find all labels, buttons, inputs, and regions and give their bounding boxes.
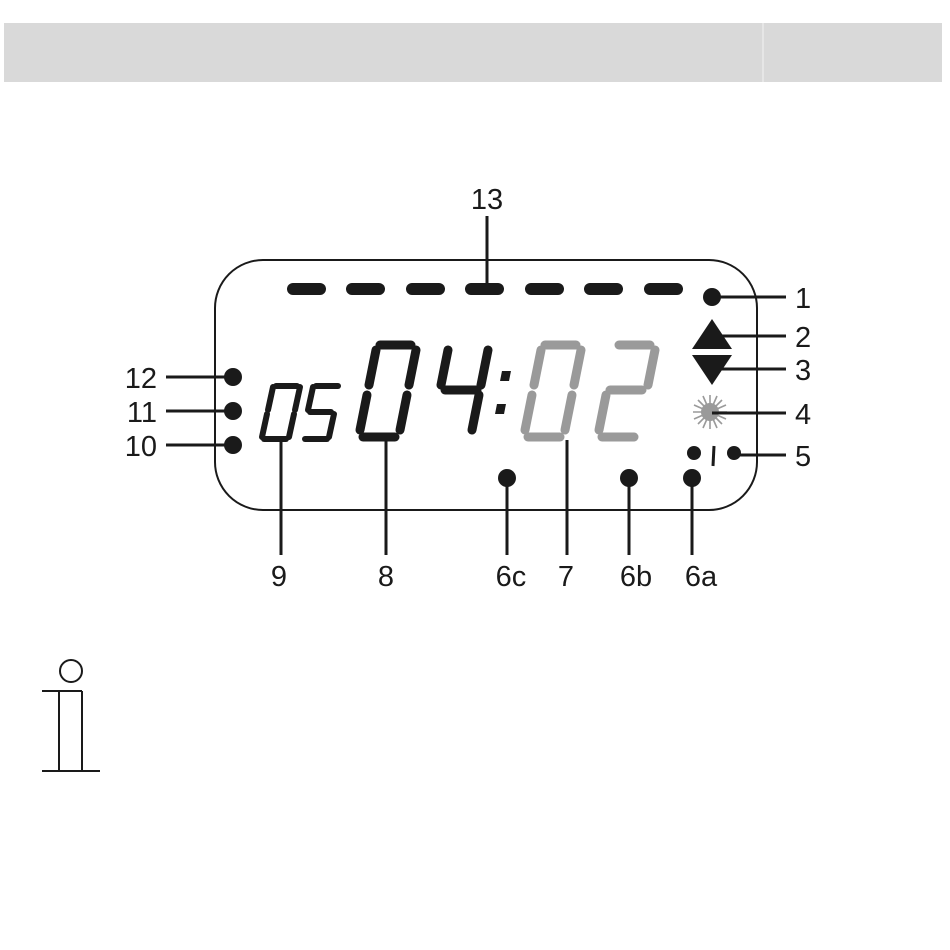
digits-minutes — [525, 345, 655, 437]
callout-label-9: 9 — [271, 561, 287, 593]
digits-hours — [360, 345, 488, 437]
callout-label-11: 11 — [127, 397, 157, 429]
callout-label-1: 1 — [795, 283, 811, 315]
callout-label-12: 12 — [125, 363, 157, 395]
digit-small-0 — [262, 386, 300, 439]
indicator-dot-5b — [727, 446, 741, 460]
digits-small — [262, 386, 338, 439]
indicator-separator-5 — [713, 446, 714, 466]
callout-label-6a: 6a — [685, 561, 718, 593]
colon — [495, 371, 511, 414]
callout-label-6c: 6c — [496, 561, 527, 593]
callout-label-3: 3 — [795, 355, 811, 387]
callout-label-13: 13 — [471, 184, 503, 216]
info-icon — [42, 660, 100, 771]
digit-small-5 — [305, 386, 338, 439]
callout-label-8: 8 — [378, 561, 394, 593]
digit-hours-0 — [360, 345, 416, 437]
callout-label-2: 2 — [795, 322, 811, 354]
callout-label-10: 10 — [125, 431, 157, 463]
callout-label-7: 7 — [558, 561, 574, 593]
indicator-dot-5a — [687, 446, 701, 460]
callout-label-4: 4 — [795, 399, 811, 431]
digit-minutes-0 — [525, 345, 581, 437]
digit-minutes-2 — [599, 345, 655, 437]
up-triangle-icon — [692, 319, 732, 349]
callout-label-6b: 6b — [620, 561, 652, 593]
digit-hours-4 — [441, 350, 488, 430]
callout-label-5: 5 — [795, 441, 811, 473]
